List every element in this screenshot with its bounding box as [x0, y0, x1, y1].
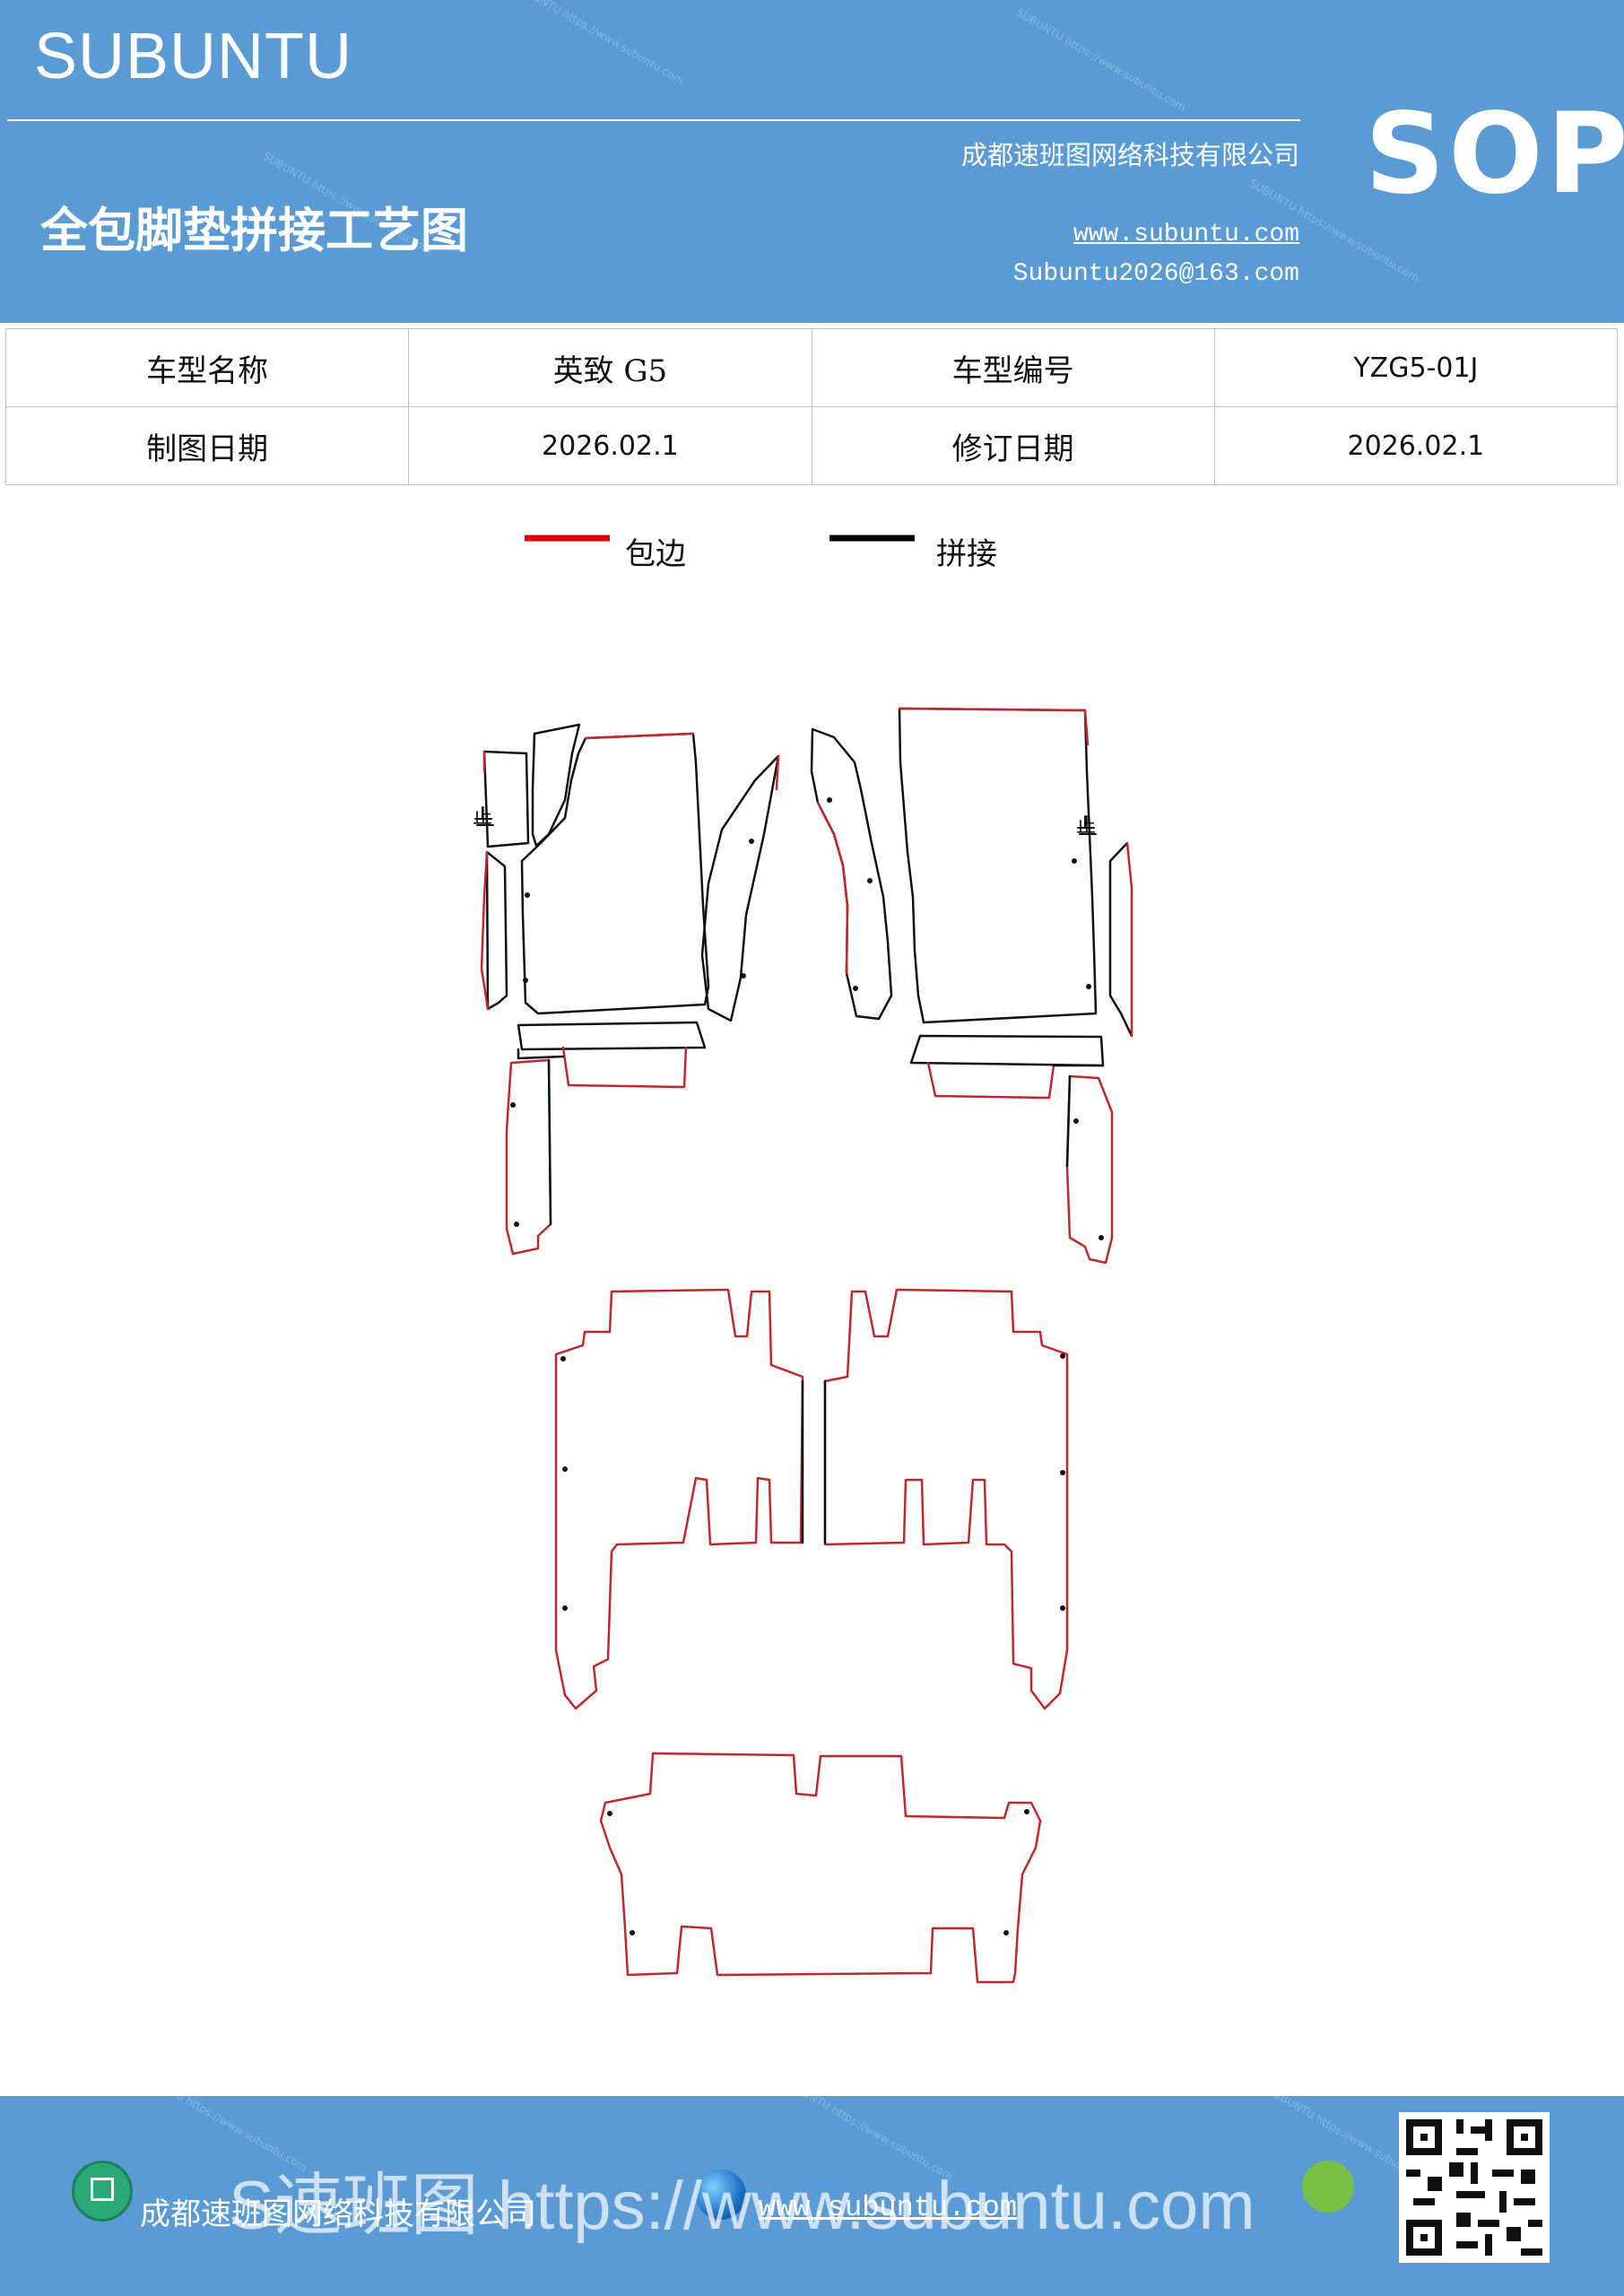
mat-front-right-main — [898, 707, 1098, 1024]
pin-holes — [510, 797, 1104, 1935]
mat-right-lower-strip — [1065, 1074, 1114, 1265]
mat-left-upper-strip — [531, 723, 581, 848]
document-title: 全包脚垫拼接工艺图 — [40, 203, 468, 258]
revise-date-value: 2026.02.1 — [1213, 406, 1619, 485]
building-icon — [72, 2161, 133, 2222]
mat-front-right-main-edge — [898, 707, 1090, 746]
mat-right-door-piece — [810, 727, 893, 1021]
legend-join-label: 拼接 — [936, 536, 997, 572]
footer-banner: SUBUNTU https://www.subuntu.com SUBUNTU … — [0, 2096, 1624, 2296]
mat-front-left-main-edge — [584, 732, 695, 740]
qr-code — [1399, 2112, 1550, 2263]
legend-edge-label: 包边 — [625, 536, 686, 572]
footer-company-name: 成都速班图网络科技有限公司 — [140, 2196, 536, 2232]
mat-right-side-strip — [1108, 841, 1133, 1038]
mat-front-left-main — [520, 732, 710, 1015]
stop-mark-left — [474, 806, 494, 826]
mat-left-side-strip-edge — [480, 850, 490, 1011]
stop-mark-right — [1077, 815, 1097, 835]
mat-third-row — [599, 1752, 1042, 1984]
mat-left-door-piece-edge — [775, 754, 780, 791]
mat-right-footrest-bar — [909, 1034, 1105, 1067]
sop-badge: SOP — [1365, 90, 1624, 219]
table-row: 制图日期 2026.02.1 修订日期 2026.02.1 — [4, 406, 1619, 485]
mat-right-side-strip-edge — [1125, 841, 1133, 1038]
mat-left-footrest-bar — [517, 1021, 707, 1051]
mat-left-lower-strip — [505, 1058, 552, 1256]
legend-join-swatch — [829, 535, 915, 542]
draw-date-label: 制图日期 — [4, 406, 410, 485]
footer-overlay-text: S速班图 https://www.subuntu.com — [229, 2168, 1255, 2244]
email-address: Subuntu2026@163.com — [1012, 260, 1299, 288]
mat-right-footrest-tab — [926, 1061, 1055, 1100]
mat-right-door-piece-edge — [816, 801, 849, 975]
model-name-label: 车型名称 — [4, 328, 410, 407]
company-name: 成都速班图网络科技有限公司 — [960, 140, 1299, 170]
mat-second-row-left — [554, 1288, 804, 1710]
model-info-table: 车型名称 英致 G5 车型编号 YZG5-01J 制图日期 2026.02.1 … — [4, 328, 1619, 485]
legend-edge-swatch — [525, 535, 610, 542]
header-banner: SUBUNTU https://www.subuntu.com SUBUNTU … — [0, 0, 1624, 323]
mat-left-small-panel — [482, 750, 530, 848]
brand-logo-text: SUBUNTU — [34, 21, 353, 92]
mat-left-footrest-tab — [561, 1046, 688, 1089]
globe-icon — [696, 2170, 746, 2220]
website-link[interactable]: www.subuntu.com — [1073, 221, 1299, 248]
footer-website-link[interactable]: www.subuntu.com — [759, 2191, 1018, 2224]
revise-date-label: 修订日期 — [811, 406, 1215, 485]
stop-label-left: 止 — [473, 806, 492, 829]
model-code-value: YZG5-01J — [1213, 328, 1619, 407]
wechat-icon[interactable] — [1302, 2161, 1354, 2213]
table-row: 车型名称 英致 G5 车型编号 YZG5-01J — [4, 328, 1619, 407]
stop-label-right: 止 — [1076, 815, 1096, 838]
mat-second-row-right — [823, 1288, 1069, 1710]
model-name-value: 英致 G5 — [408, 328, 812, 407]
mat-left-door-piece — [700, 754, 780, 1022]
model-code-label: 车型编号 — [811, 328, 1215, 407]
header-divider — [7, 119, 1300, 121]
draw-date-value: 2026.02.1 — [408, 406, 812, 485]
